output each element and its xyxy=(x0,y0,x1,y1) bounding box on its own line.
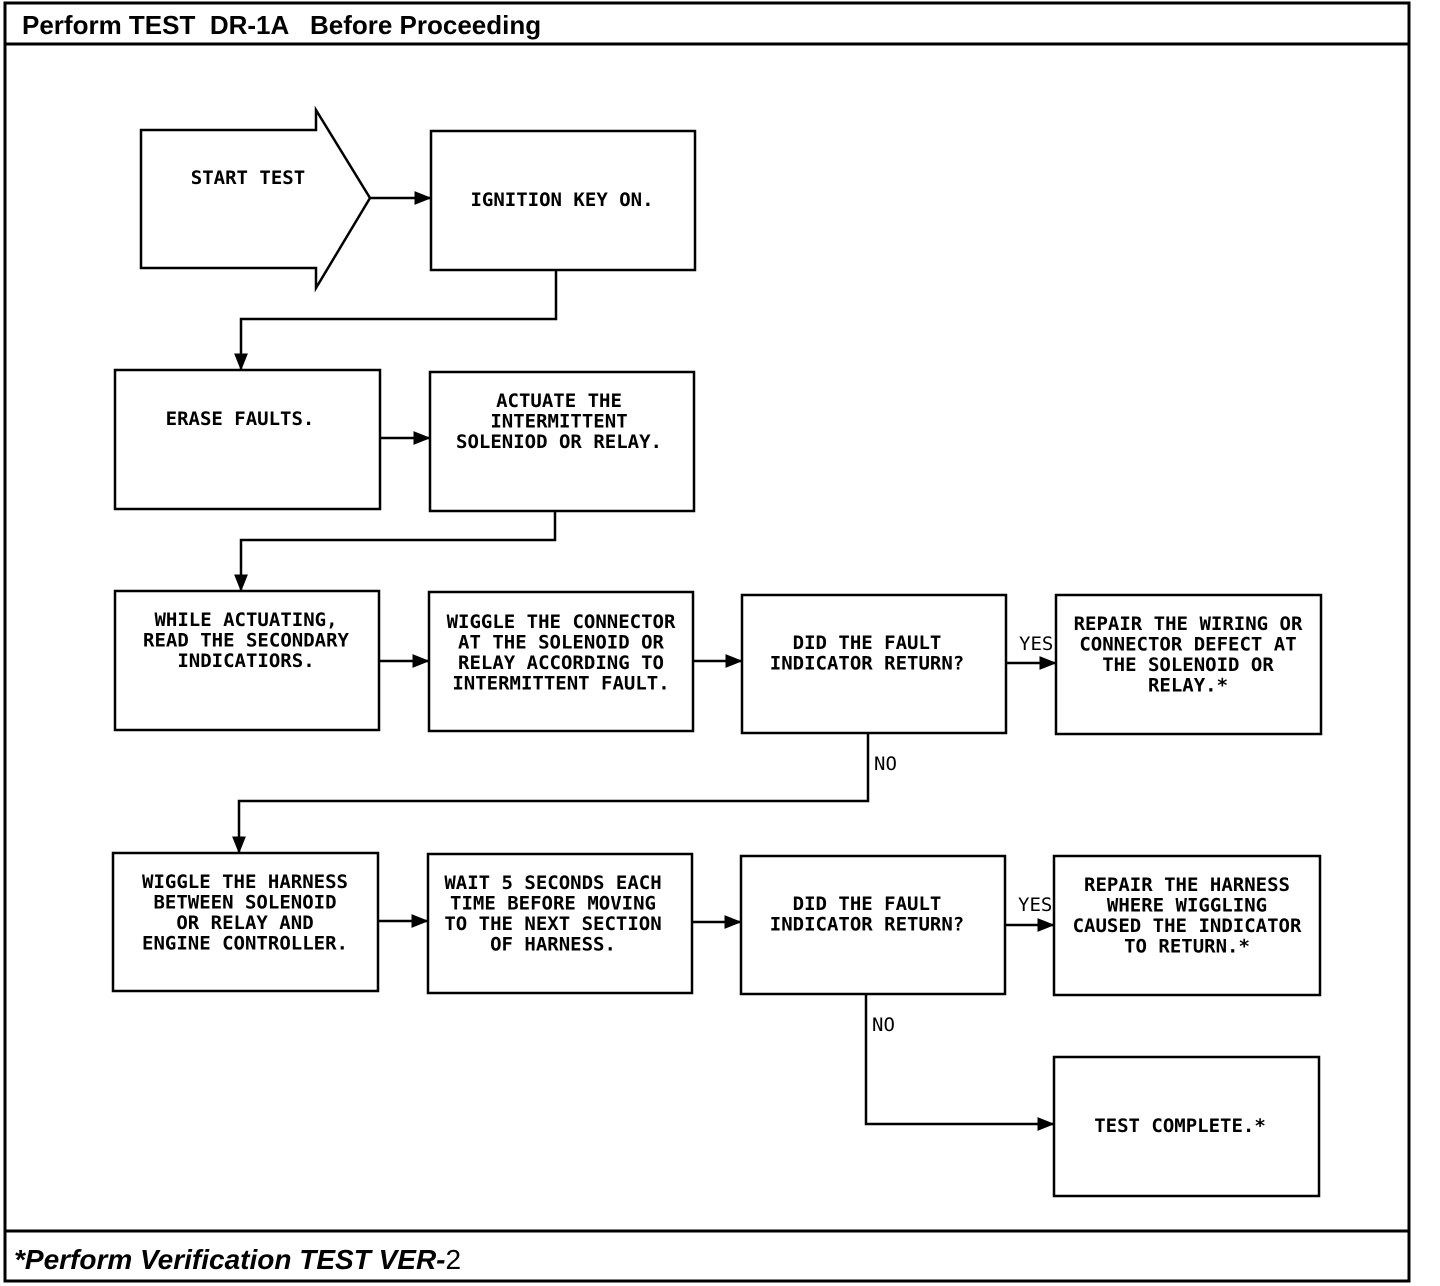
box-text-line: THE SOLENOID OR xyxy=(1102,654,1274,676)
decision-box-1 xyxy=(740,593,1008,735)
box-text-line: DID THE FAULT xyxy=(793,893,942,915)
box-text-line: SOLENIOD OR RELAY. xyxy=(456,431,662,453)
connector-ignition-to-erase xyxy=(234,270,558,371)
wiggle-connector-box xyxy=(427,590,695,733)
box-text-line: WHERE WIGGLING xyxy=(1107,895,1267,917)
box-text-line: READ THE SECONDARY xyxy=(143,630,349,652)
actuate-solenoid-box xyxy=(428,370,696,513)
connector-actuate-to-read xyxy=(234,511,557,592)
box-text-line: WIGGLE THE CONNECTOR xyxy=(447,611,676,633)
start-test-arrow xyxy=(139,105,372,293)
box-text-line: INDICATOR RETURN? xyxy=(770,653,964,675)
box-text-line: TO RETURN.* xyxy=(1124,936,1250,958)
ignition-key-text: IGNITION KEY ON. xyxy=(470,189,653,211)
box-text-line: WHILE ACTUATING, xyxy=(154,609,337,631)
box-text-line: ERASE FAULTS. xyxy=(166,408,315,430)
connector-decision2-no xyxy=(864,994,1055,1131)
erase-faults-box xyxy=(113,368,382,511)
read-secondary-box xyxy=(113,589,381,732)
yes-label-2: YES xyxy=(1018,894,1052,916)
connector-decision1-no xyxy=(232,733,870,854)
box-text-line: IGNITION KEY ON. xyxy=(470,189,653,211)
box-text-line: REPAIR THE HARNESS xyxy=(1084,874,1290,896)
page-title: Perform TEST DR-1A Before Proceeding xyxy=(22,10,541,40)
footer-note-prefix: *Perform Verification TEST VER- xyxy=(14,1244,446,1275)
box-text-line: DID THE FAULT xyxy=(793,632,942,654)
repair-wiring-box xyxy=(1054,593,1323,736)
box-text-line: INDICATIORS. xyxy=(177,650,314,672)
box-text-line: WIGGLE THE HARNESS xyxy=(142,871,348,893)
box-text-line: REPAIR THE WIRING OR xyxy=(1074,613,1303,635)
no-label-2: NO xyxy=(872,1014,895,1036)
yes-label-1: YES xyxy=(1019,633,1053,655)
box-text-line: OR RELAY AND xyxy=(176,912,313,934)
start-test-text: START TEST xyxy=(191,167,305,189)
box-text-line: ACTUATE THE xyxy=(496,390,622,412)
test-complete-text: TEST COMPLETE.* xyxy=(1094,1115,1266,1137)
box-text-line: RELAY ACCORDING TO xyxy=(458,652,664,674)
box-text-line: INDICATOR RETURN? xyxy=(770,914,964,936)
box-text-line: INTERMITTENT xyxy=(490,411,627,433)
box-text-line: CONNECTOR DEFECT AT xyxy=(1079,634,1296,656)
box-text-line: OF HARNESS. xyxy=(490,934,616,956)
box-text-line: START TEST xyxy=(191,167,305,189)
box-text-line: INTERMITTENT FAULT. xyxy=(452,673,669,695)
box-text-line: CAUSED THE INDICATOR xyxy=(1073,915,1302,937)
box-text-line: RELAY.* xyxy=(1148,675,1228,697)
ignition-key-box xyxy=(429,129,697,272)
box-text-line: BETWEEN SOLENOID xyxy=(153,892,336,914)
outer-frame xyxy=(3,1,1411,1283)
no-label-1: NO xyxy=(874,753,897,775)
box-text-line: AT THE SOLENOID OR xyxy=(458,632,664,654)
footer-note: *Perform Verification TEST VER-2 xyxy=(14,1244,461,1275)
box-text-line: TIME BEFORE MOVING xyxy=(450,893,656,915)
erase-faults-text: ERASE FAULTS. xyxy=(166,408,315,430)
wait-seconds-box xyxy=(426,852,694,995)
box-text-line: WAIT 5 SECONDS EACH xyxy=(444,872,661,894)
test-complete-box xyxy=(1052,1055,1321,1198)
decision-box-2 xyxy=(739,854,1007,996)
wiggle-harness-box xyxy=(111,851,380,993)
footer-note-number: 2 xyxy=(446,1244,462,1275)
box-text-line: ENGINE CONTROLLER. xyxy=(142,933,348,955)
box-text-line: TEST COMPLETE.* xyxy=(1094,1115,1266,1137)
repair-harness-box xyxy=(1052,854,1322,997)
box-text-line: TO THE NEXT SECTION xyxy=(444,913,661,935)
